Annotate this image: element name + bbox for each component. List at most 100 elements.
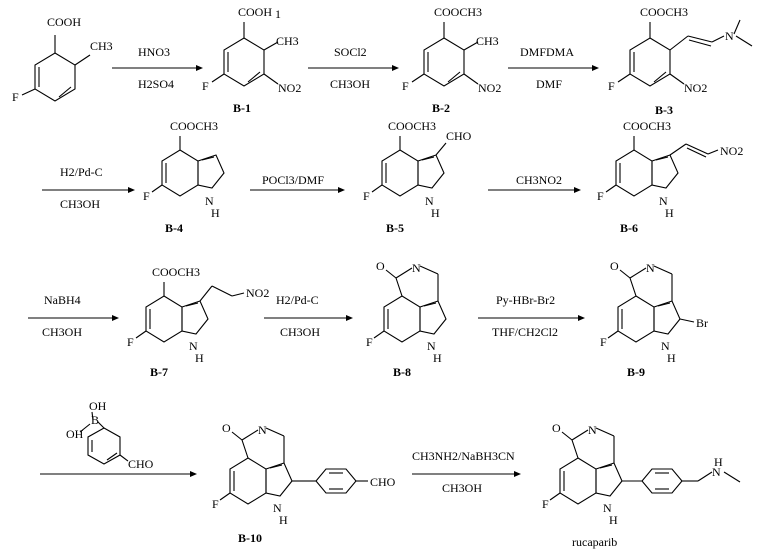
reagent-5-top: POCl3/DMF: [262, 173, 324, 187]
ester-label: COOCH3: [388, 119, 436, 133]
indole-h-label: H: [211, 206, 220, 220]
compound-label-b1: B-1: [233, 101, 251, 115]
indole-n-label: N: [427, 339, 436, 353]
reaction-arrow-4: H2/Pd-C CH3OH: [42, 165, 135, 211]
reaction-arrow-8: H2/Pd-C CH3OH: [264, 293, 353, 339]
reagent-8-bottom: CH3OH: [280, 325, 320, 339]
fluoro-label: F: [363, 189, 370, 203]
fluoro-label: F: [542, 497, 549, 511]
reagent-2-top: SOCl2: [334, 45, 367, 59]
ester-label: COOCH3: [434, 5, 482, 19]
indole-n-label: N: [603, 501, 612, 515]
reagent-1-bottom: H2SO4: [138, 77, 174, 91]
carbonyl-o-label: O: [610, 259, 619, 273]
compound-b3: COOCH3 N NO2 F B-3: [608, 5, 753, 117]
fluoro-label: F: [608, 79, 615, 93]
reaction-arrow-7: NaBH4 CH3OH: [28, 293, 119, 339]
fluoro-label: F: [600, 335, 607, 349]
compound-b2: COOCH3 CH3 NO2 F B-2: [402, 5, 501, 115]
bromo-label: Br: [696, 316, 708, 330]
ester-label: COOCH3: [170, 119, 218, 133]
reagent-11-bottom: CH3OH: [442, 481, 482, 495]
compound-label-rucaparib: rucaparib: [572, 535, 617, 549]
cooh-label: COOH: [238, 5, 272, 19]
compound-b1: COOH 1 CH3 NO2 F B-1: [202, 5, 301, 115]
indole-n-label: N: [189, 339, 198, 353]
reaction-arrow-10: [40, 471, 197, 477]
carbonyl-o-label: O: [376, 259, 385, 273]
marker-label: 1: [275, 7, 281, 21]
compound-b5: COOCH3 CHO F N H B-5: [363, 119, 472, 235]
ester-label: COOCH3: [152, 265, 200, 279]
ester-label: COOCH3: [640, 5, 688, 19]
lactam-n-label: N: [588, 423, 597, 437]
reagent-9-bottom: THF/CH2Cl2: [492, 325, 558, 339]
fluoro-label: F: [12, 90, 19, 104]
compound-label-b6: B-6: [620, 221, 638, 235]
reaction-arrow-3: DMFDMA DMF: [508, 45, 599, 91]
aldehyde-label: CHO: [128, 457, 154, 471]
indole-n-label: N: [425, 194, 434, 208]
indole-h-label: H: [667, 351, 676, 365]
indole-h-label: H: [609, 513, 618, 527]
nitro-label: NO2: [278, 81, 301, 95]
nitro-label: NO2: [720, 144, 743, 158]
fluoro-label: F: [202, 79, 209, 93]
ester-label: COOCH3: [623, 119, 671, 133]
lactam-n-label: N: [258, 423, 267, 437]
compound-label-b3: B-3: [655, 103, 673, 117]
indole-n-label: N: [205, 194, 214, 208]
reagent-4-top: H2/Pd-C: [60, 165, 103, 179]
hydroxyl-label: OH: [66, 427, 84, 441]
indole-h-label: H: [195, 351, 204, 365]
indole-h-label: H: [279, 513, 288, 527]
reagent-6-top: CH3NO2: [516, 173, 562, 187]
boron-label: B: [91, 413, 99, 427]
methylamine-h-label: H: [714, 455, 723, 469]
compound-rucaparib: O N N H F N H rucaparib: [542, 421, 741, 549]
reagent-9-top: Py-HBr-Br2: [496, 293, 555, 307]
methyl-label: CH3: [476, 34, 499, 48]
reaction-arrow-6: CH3NO2: [488, 173, 581, 193]
compound-b10: O N CHO F N H B-10: [212, 421, 396, 545]
compound-b9: O N Br F N H B-9: [600, 259, 708, 379]
fluoro-label: F: [366, 335, 373, 349]
reagent-3-bottom: DMF: [536, 77, 562, 91]
amine-n-label: N: [725, 29, 734, 43]
compound-label-b10: B-10: [238, 531, 262, 545]
fluoro-label: F: [127, 335, 134, 349]
carbonyl-o-label: O: [552, 421, 561, 435]
indole-h-label: H: [665, 206, 674, 220]
compound-b8: O N F N H B-8: [366, 259, 447, 379]
cooh-label: COOH: [47, 15, 81, 29]
compound-label-b5: B-5: [386, 221, 404, 235]
aldehyde-label: CHO: [370, 475, 396, 489]
compound-label-b4: B-4: [165, 221, 183, 235]
reagent-7-bottom: CH3OH: [42, 325, 82, 339]
reaction-arrow-2: SOCl2 CH3OH: [308, 45, 399, 91]
fluoro-label: F: [402, 79, 409, 93]
boronic-acid-reagent: B OH OH CHO: [66, 399, 154, 471]
compound-b4: COOCH3 F N H B-4: [143, 119, 225, 235]
reagent-3-top: DMFDMA: [520, 45, 574, 59]
reagent-4-bottom: CH3OH: [60, 197, 100, 211]
carbonyl-o-label: O: [222, 421, 231, 435]
reaction-arrow-5: POCl3/DMF: [250, 173, 345, 193]
lactam-n-label: N: [646, 261, 655, 275]
compound-b7: COOCH3 NO2 F N H B-7: [127, 265, 269, 379]
reagent-8-top: H2/Pd-C: [276, 293, 319, 307]
reaction-arrow-1: HNO3 H2SO4: [112, 45, 203, 91]
fluoro-label: F: [143, 189, 150, 203]
reagent-2-bottom: CH3OH: [330, 77, 370, 91]
nitro-label: NO2: [684, 81, 707, 95]
methylamine-n-label: N: [712, 465, 721, 479]
hydroxyl-label: OH: [89, 399, 107, 413]
reagent-7-top: NaBH4: [44, 293, 81, 307]
nitro-label: NO2: [246, 286, 269, 300]
methyl-label: CH3: [276, 34, 299, 48]
compound-b6: COOCH3 NO2 F N H B-6: [597, 119, 743, 235]
reaction-arrow-11: CH3NH2/NaBH3CN CH3OH: [412, 449, 521, 495]
fluoro-label: F: [597, 189, 604, 203]
